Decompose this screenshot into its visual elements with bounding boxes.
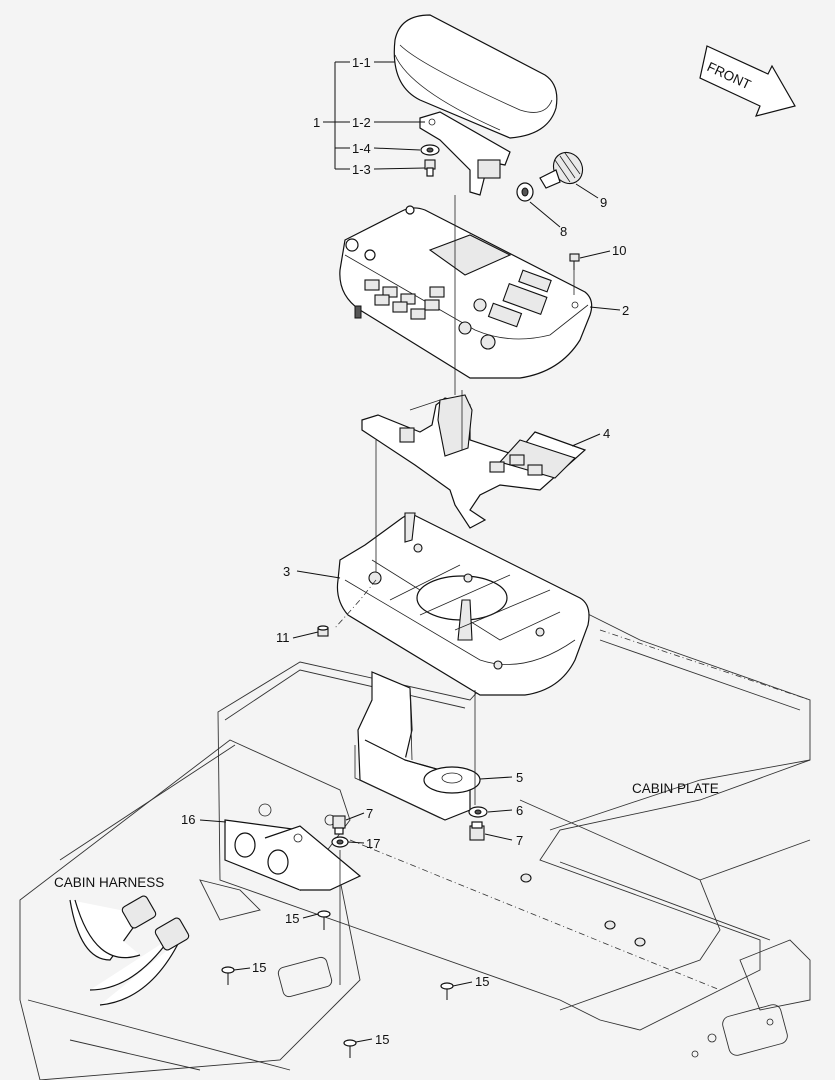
callout-1-3: 1-3 [352, 162, 371, 177]
callout-8: 8 [560, 224, 567, 239]
cabin-plate-label: CABIN PLATE [632, 781, 719, 796]
callout-1-2: 1-2 [352, 115, 371, 130]
callout-10: 10 [612, 243, 626, 258]
callout-11: 11 [276, 630, 290, 645]
harness-cables [69, 895, 190, 1006]
callout-9: 9 [600, 195, 607, 210]
callout-15d: 15 [375, 1032, 389, 1047]
screw-10 [569, 253, 580, 270]
callout-7a: 7 [366, 806, 373, 821]
console-cover [339, 205, 593, 379]
callout-1: 1 [313, 115, 320, 130]
callout-15b: 15 [252, 960, 266, 975]
bolt-1-3 [424, 159, 436, 177]
washer-17 [331, 836, 349, 848]
cabin-harness-label: CABIN HARNESS [54, 875, 164, 890]
mount-plate [361, 394, 587, 529]
washer-1-4 [420, 144, 440, 156]
callout-2: 2 [622, 303, 629, 318]
cabin-floor [19, 739, 361, 1080]
washer-6 [468, 806, 488, 818]
callout-1-1: 1-1 [352, 55, 371, 70]
leader-lines [199, 61, 621, 1043]
screw-15d [343, 1039, 357, 1058]
screw-11 [317, 625, 329, 637]
callout-1-4: 1-4 [352, 141, 371, 156]
callout-6: 6 [516, 803, 523, 818]
callout-labels: 1 1-1 1-2 1-4 1-3 9 8 10 2 4 3 11 5 6 7 … [181, 55, 629, 1047]
knob-9 [539, 151, 584, 189]
armrest-bracket [419, 111, 511, 196]
front-arrow-icon [699, 45, 796, 117]
callout-16: 16 [181, 812, 195, 827]
callout-4: 4 [603, 426, 610, 441]
bolt-7a [332, 815, 346, 835]
harness-bracket [224, 819, 362, 891]
alignment-lines [334, 195, 575, 985]
screw-15c [440, 982, 454, 1000]
bolt-7b [469, 821, 485, 841]
callout-15a: 15 [285, 911, 299, 926]
callout-7b: 7 [516, 833, 523, 848]
floor-bosses [520, 873, 774, 1058]
console-switches [364, 269, 552, 328]
screw-15b [221, 966, 235, 985]
armrest-pad [393, 14, 558, 139]
cabin-plate [217, 599, 811, 1056]
callout-15c: 15 [475, 974, 489, 989]
screw-15a [317, 910, 331, 930]
callout-17: 17 [366, 836, 380, 851]
console-base [336, 512, 590, 696]
washer-8 [516, 182, 534, 202]
callout-3: 3 [283, 564, 290, 579]
stand-bracket [354, 671, 481, 821]
callout-5: 5 [516, 770, 523, 785]
